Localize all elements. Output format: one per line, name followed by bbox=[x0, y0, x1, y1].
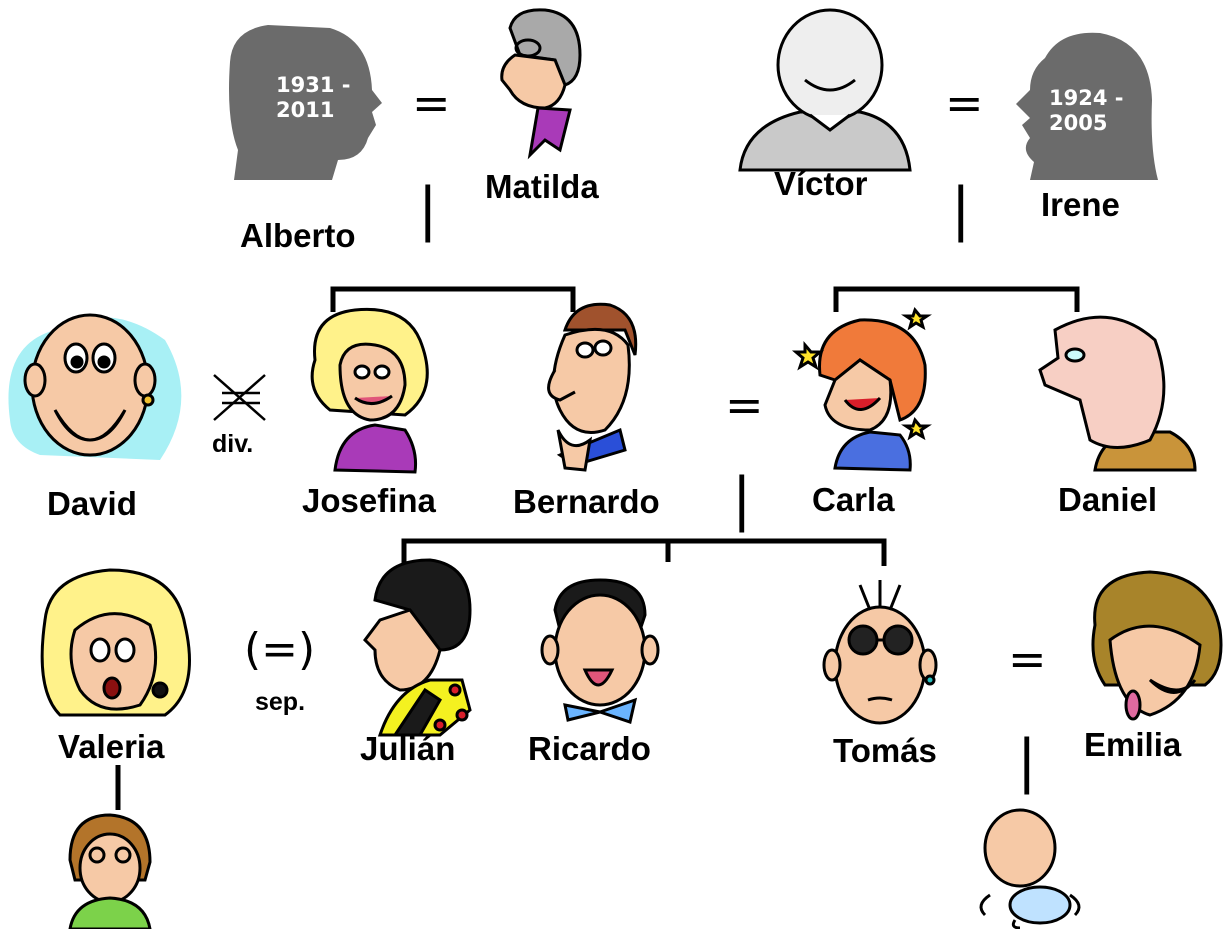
alberto-silhouette bbox=[229, 25, 382, 180]
name-alberto: Alberto bbox=[240, 217, 356, 254]
name-irene: Irene bbox=[1041, 186, 1120, 223]
descent-line-bernardo-carla: | bbox=[732, 465, 752, 533]
name-david: David bbox=[47, 485, 137, 522]
baby-illustration bbox=[979, 808, 1081, 929]
name-daniel: Daniel bbox=[1058, 481, 1158, 518]
divorced-symbol bbox=[213, 374, 266, 421]
david-illustration bbox=[8, 313, 182, 460]
name-josefina: Josefina bbox=[302, 482, 436, 519]
separated-symbol: (=) bbox=[244, 624, 316, 675]
alberto-years: 1931 - 2011 bbox=[276, 73, 350, 123]
married-symbol-alberto-matilda: = bbox=[412, 76, 451, 130]
connector-lines bbox=[115, 286, 1080, 810]
married-symbol-victor-irene: = bbox=[945, 76, 984, 130]
descent-line-tomas-emilia: | bbox=[1017, 727, 1037, 795]
victor-illustration bbox=[738, 8, 912, 172]
alberto-years-line1: 1931 - bbox=[276, 73, 351, 97]
divorced-label: div. bbox=[212, 430, 254, 458]
irene-silhouette bbox=[1016, 32, 1158, 180]
name-matilda: Matilda bbox=[485, 168, 599, 205]
irene-years-line2: 2005 bbox=[1049, 111, 1108, 135]
name-emilia: Emilia bbox=[1084, 726, 1182, 763]
valeria-child-illustration bbox=[68, 813, 152, 929]
married-symbol-bernardo-carla: = bbox=[725, 378, 764, 432]
name-tomas: Tomás bbox=[833, 732, 937, 769]
descent-line-alberto-matilda: | bbox=[418, 175, 438, 243]
josefina-illustration bbox=[310, 307, 429, 474]
irene-years: 1924 - 2005 bbox=[1049, 86, 1123, 136]
daniel-illustration bbox=[1038, 315, 1197, 472]
irene-years-line1: 1924 - bbox=[1049, 86, 1124, 110]
separated-label: sep. bbox=[255, 688, 306, 716]
name-bernardo: Bernardo bbox=[513, 483, 660, 520]
tomas-illustration bbox=[822, 580, 938, 725]
bernardo-illustration bbox=[547, 302, 638, 472]
married-symbol-tomas-emilia: = bbox=[1008, 632, 1047, 686]
name-valeria: Valeria bbox=[58, 728, 165, 765]
julian-illustration bbox=[363, 558, 472, 737]
name-julian: Julián bbox=[360, 730, 456, 767]
carla-illustration bbox=[791, 306, 932, 472]
name-ricardo: Ricardo bbox=[528, 730, 651, 767]
valeria-illustration bbox=[40, 568, 191, 717]
matilda-illustration bbox=[500, 8, 582, 160]
name-victor: Víctor bbox=[774, 165, 868, 202]
name-carla: Carla bbox=[812, 481, 895, 518]
emilia-illustration bbox=[1091, 570, 1223, 721]
descent-line-victor-irene: | bbox=[951, 175, 971, 243]
alberto-years-line2: 2011 bbox=[276, 98, 335, 122]
ricardo-illustration bbox=[540, 578, 660, 724]
